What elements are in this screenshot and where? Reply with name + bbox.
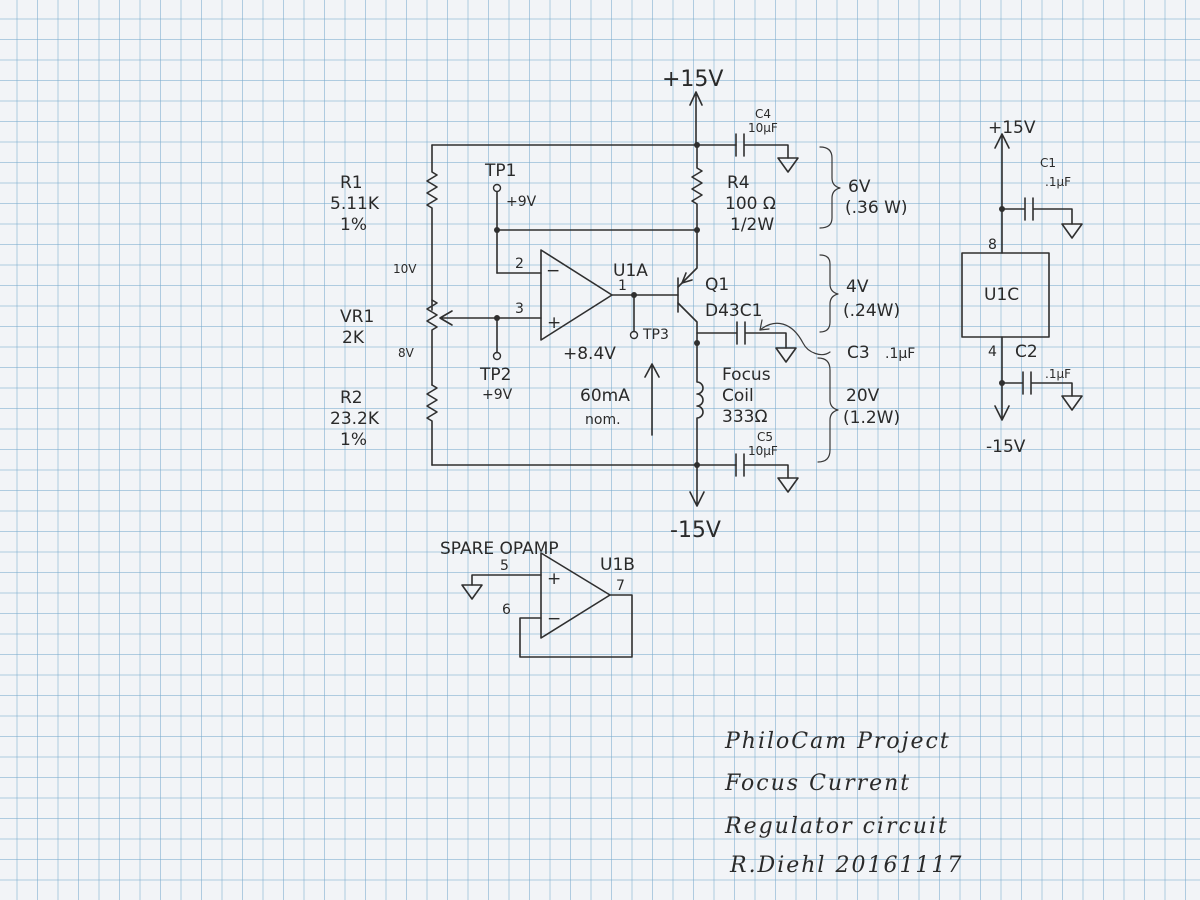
u1c-pin-8: 8 <box>988 237 997 253</box>
node-voltage-bottom: 8V <box>398 346 415 360</box>
current-note: nom. <box>585 412 621 428</box>
c4-value: 10μF <box>748 121 778 135</box>
coil-line2: Coil <box>722 386 754 406</box>
u1b-plus-sign: + <box>547 569 561 589</box>
current-value: 60mA <box>580 386 630 406</box>
u1b-pin-5: 5 <box>500 558 509 574</box>
u1a-pin-2: 2 <box>515 256 524 272</box>
tp3-ref: TP3 <box>642 327 669 343</box>
feedback-wire <box>494 227 700 274</box>
tp3-volt: +8.4V <box>563 344 616 364</box>
u1b-ref: U1B <box>600 555 635 575</box>
r4-drop-power: (.36 W) <box>845 198 908 218</box>
c5-value: 10μF <box>748 444 778 458</box>
r4-power: 1/2W <box>730 215 774 235</box>
u1a-pin-3: 3 <box>515 301 524 317</box>
tp2-volt: +9V <box>482 387 513 403</box>
c5-capacitor: C5 10μF <box>735 430 799 493</box>
q1-ref: Q1 <box>705 275 729 295</box>
c2-value: .1μF <box>1045 367 1071 381</box>
c4-ref: C4 <box>755 107 771 121</box>
spare-label: SPARE OPAMP <box>440 539 559 559</box>
title-block: PhiloCam Project Focus Current Regulator… <box>724 729 963 878</box>
tp2: TP2 +9V <box>479 317 513 403</box>
coil-value: 333Ω <box>722 407 767 427</box>
c4-capacitor: C4 10μF <box>735 107 799 173</box>
r4-ref: R4 <box>727 173 750 193</box>
u1a-minus-sign: − <box>546 261 560 281</box>
u1c-plus-label: +15V <box>988 118 1036 138</box>
coil-drop-volt: 20V <box>846 386 880 406</box>
u1a-plus-sign: + <box>547 313 561 333</box>
coil-line1: Focus <box>722 365 771 385</box>
brace-r4: 6V (.36 W) <box>819 146 908 229</box>
c2-ref: C2 <box>1015 342 1038 362</box>
c3-capacitor: C3 .1μF <box>694 319 915 363</box>
title-line-1: PhiloCam Project <box>724 729 951 754</box>
brace-coil: 20V (1.2W) <box>817 357 900 463</box>
title-line-3: Regulator circuit <box>724 814 949 839</box>
r4-drop-volt: 6V <box>848 177 871 197</box>
supply-plus-label: +15V <box>662 67 723 92</box>
r2-tol: 1% <box>340 430 367 450</box>
q1-part: D43C1 <box>705 301 762 321</box>
rail-minus-15v: -15V <box>431 462 737 543</box>
c3-ref: C3 <box>847 343 870 363</box>
u1c-minus-label: -15V <box>986 437 1026 457</box>
vr1-value: 2K <box>342 328 365 348</box>
u1b-minus-sign: − <box>547 609 561 629</box>
u1a-ref: U1A <box>613 261 648 281</box>
c3-value: .1μF <box>885 346 915 362</box>
c1-ref: C1 <box>1040 156 1056 170</box>
vr1-ref: VR1 <box>340 307 374 327</box>
q1-drop-volt: 4V <box>846 277 869 297</box>
current-annotation: 60mA nom. <box>580 363 660 436</box>
tp1-volt: +9V <box>506 194 537 210</box>
r4-resistor: R4 100 Ω 1/2W <box>691 144 776 235</box>
c5-ref: C5 <box>757 430 773 444</box>
brace-q1: 4V (.24W) <box>819 254 900 333</box>
r2-value: 23.2K <box>330 409 380 429</box>
u1a-opamp: − + 2 3 1 U1A <box>496 249 679 341</box>
u1c-pin-4: 4 <box>988 344 997 360</box>
node-voltage-top: 10V <box>393 262 417 276</box>
r4-value: 100 Ω <box>725 194 776 214</box>
vr1-pot: VR1 2K 10V 8V <box>340 262 500 386</box>
u1c-power-block: +15V C1 .1μF 8 U1C 4 C2 .1μF -15V <box>961 118 1083 457</box>
r1-resistor: R1 5.11K 1% <box>330 144 438 311</box>
c1-value: .1μF <box>1045 175 1071 189</box>
title-line-2: Focus Current <box>724 771 911 796</box>
r1-value: 5.11K <box>330 194 380 214</box>
title-line-4: R.Diehl 20161117 <box>729 853 963 878</box>
r1-ref: R1 <box>340 173 363 193</box>
u1b-pin-6: 6 <box>502 602 511 618</box>
q1-drop-power: (.24W) <box>843 301 900 321</box>
rail-plus-15v: +15V <box>431 67 737 148</box>
u1a-pin-1: 1 <box>618 278 627 294</box>
tp3: TP3 +8.4V <box>563 294 669 364</box>
r1-tol: 1% <box>340 215 367 235</box>
coil-drop-power: (1.2W) <box>843 408 900 428</box>
r2-ref: R2 <box>340 388 363 408</box>
u1b-spare-opamp: SPARE OPAMP + − 5 6 7 U1B <box>440 539 635 658</box>
r2-resistor: R2 23.2K 1% <box>330 384 438 466</box>
u1c-ref: U1C <box>984 285 1019 305</box>
tp1-ref: TP1 <box>484 161 516 181</box>
tp2-ref: TP2 <box>479 365 511 385</box>
focus-coil: Focus Coil 333Ω <box>696 342 771 466</box>
u1b-pin-7: 7 <box>616 578 625 594</box>
tp1: TP1 +9V <box>484 161 537 231</box>
supply-minus-label: -15V <box>670 518 721 543</box>
q1-transistor: Q1 D43C1 <box>677 229 762 344</box>
